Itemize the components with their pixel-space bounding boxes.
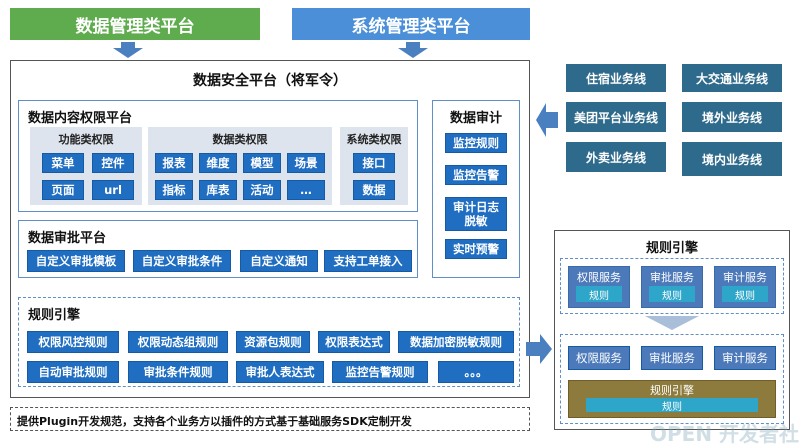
engine-bottom-group	[560, 334, 784, 424]
dynamic-group-rule-button[interactable]: 权限动态组规则	[128, 331, 228, 353]
function-permission-title: 功能类权限	[58, 133, 114, 146]
business-line-lodging[interactable]: 住宿业务线	[566, 64, 666, 92]
system-management-platform-bar: 系统管理类平台	[292, 8, 530, 40]
data-audit-title: 数据审计	[449, 111, 502, 126]
custom-condition-button[interactable]: 自定义审批条件	[133, 250, 231, 272]
table-button[interactable]: 库表	[199, 180, 237, 200]
engine-top-group	[560, 258, 784, 314]
watermark: OPEN 开发者社区	[650, 422, 800, 446]
page-button[interactable]: 页面	[42, 180, 84, 200]
engine-core-rule-tag: 规则	[586, 398, 758, 413]
rule-engine-panel	[18, 297, 520, 387]
approval-rule-tag: 规则	[649, 286, 695, 302]
rule-engine-detail-title: 规则引擎	[645, 241, 698, 256]
approval-service-button[interactable]: 审批服务	[641, 346, 703, 370]
monitor-rule-button[interactable]: 监控规则	[445, 133, 507, 153]
ellipsis-button[interactable]: 。。。	[438, 361, 514, 383]
data-permission-title: 数据类权限	[212, 133, 268, 146]
approval-condition-rule-button[interactable]: 审批条件规则	[128, 361, 228, 383]
data-approval-title: 数据审批平台	[28, 231, 107, 246]
left-arrow-icon	[536, 103, 558, 137]
permission-service-label: 权限服务	[577, 271, 621, 284]
more-button[interactable]: …	[287, 180, 325, 200]
data-management-platform-bar: 数据管理类平台	[10, 8, 260, 40]
business-line-transport[interactable]: 大交通业务线	[682, 64, 782, 92]
metric-button[interactable]: 指标	[155, 180, 193, 200]
rule-engine-detail	[554, 230, 790, 430]
custom-template-button[interactable]: 自定义审批模板	[27, 250, 125, 272]
right-arrow-icon	[526, 334, 552, 364]
activity-button[interactable]: 活动	[243, 180, 281, 200]
down-arrow-icon	[398, 42, 428, 58]
permission-rule-tag: 规则	[576, 286, 622, 302]
monitor-alert-rule-button[interactable]: 监控告警规则	[332, 361, 428, 383]
business-line-domestic[interactable]: 境内业务线	[682, 142, 782, 176]
report-button[interactable]: 报表	[155, 153, 193, 173]
monitor-alert-button[interactable]: 监控告警	[445, 165, 507, 185]
business-line-overseas[interactable]: 境外业务线	[682, 102, 782, 132]
down-arrow-icon	[113, 42, 143, 58]
url-button[interactable]: url	[92, 180, 134, 200]
encryption-rule-button[interactable]: 数据加密脱敏规则	[398, 331, 514, 353]
audit-rule-tag: 规则	[722, 286, 768, 302]
audit-service-label: 审计服务	[723, 271, 767, 284]
model-button[interactable]: 模型	[243, 153, 281, 173]
control-button[interactable]: 控件	[92, 153, 134, 173]
business-line-delivery[interactable]: 外卖业务线	[566, 142, 666, 172]
custom-notify-button[interactable]: 自定义通知	[240, 250, 318, 272]
permission-expr-button[interactable]: 权限表达式	[318, 331, 390, 353]
interface-button[interactable]: 接口	[353, 153, 395, 173]
auto-approval-rule-button[interactable]: 自动审批规则	[27, 361, 119, 383]
audit-service-button[interactable]: 审计服务	[714, 346, 776, 370]
data-button[interactable]: 数据	[353, 180, 395, 200]
business-line-platform[interactable]: 美团平台业务线	[566, 102, 666, 132]
approval-service-label: 审批服务	[650, 271, 694, 284]
main-title: 数据安全平台（将军令）	[193, 73, 347, 89]
ticket-access-button[interactable]: 支持工单接入	[324, 250, 412, 272]
footer-note: 提供Plugin开发规范，支持各个业务方以插件的方式基于基础服务SDK定制开发	[10, 407, 530, 431]
rule-engine-title: 规则引擎	[28, 308, 81, 323]
approver-expr-button[interactable]: 审批人表达式	[236, 361, 324, 383]
content-permission-title: 数据内容权限平台	[28, 111, 133, 126]
permission-service-button[interactable]: 权限服务	[568, 346, 630, 370]
dimension-button[interactable]: 维度	[199, 153, 237, 173]
scene-button[interactable]: 场景	[287, 153, 325, 173]
system-permission-title: 系统类权限	[346, 133, 402, 146]
realtime-warning-button[interactable]: 实时预警	[445, 239, 507, 259]
audit-log-masking-button[interactable]: 审计日志 脱敏	[445, 197, 507, 231]
down-arrow-icon	[645, 316, 699, 330]
risk-rule-button[interactable]: 权限风控规则	[27, 331, 119, 353]
engine-core-label: 规则引擎	[650, 384, 694, 397]
menu-button[interactable]: 菜单	[42, 153, 84, 173]
resource-pack-rule-button[interactable]: 资源包规则	[236, 331, 310, 353]
